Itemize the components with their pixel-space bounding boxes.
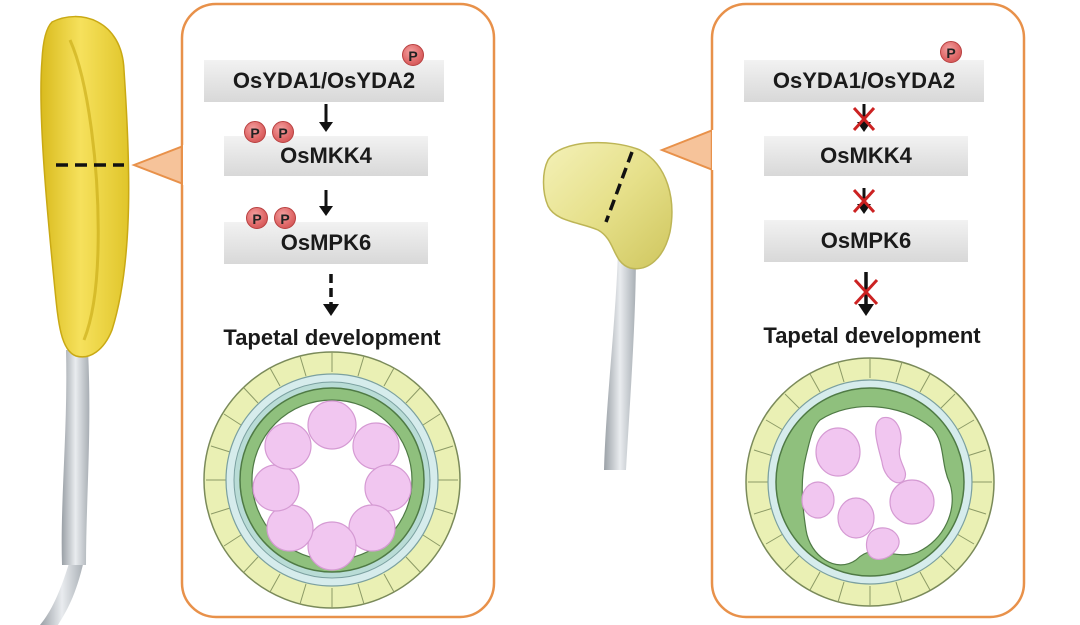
mut-protein-label-mkk4: OsMKK4	[820, 143, 912, 168]
wt-phospho-badge-mkk4-1: P	[244, 121, 266, 143]
wt-box-mkk4	[224, 136, 428, 176]
wt-pointer	[131, 143, 187, 187]
wt-arrow-1	[319, 104, 333, 132]
wt-phospho-badge-mkk4-2: P	[272, 121, 294, 143]
mut-blocked-arrow-3	[853, 272, 879, 316]
mut-pointer	[659, 128, 714, 172]
mut-protein-label-ydA: OsYDA1/OsYDA2	[772, 68, 956, 93]
mut-protein-label-mpk6: OsMPK6	[820, 228, 912, 253]
wt-outcome-label: Tapetal development	[223, 325, 441, 350]
wt-arrow-3-dashed	[323, 274, 339, 316]
mut-box-ydA	[744, 60, 984, 102]
wt-protein-label-mkk4: OsMKK4	[280, 143, 372, 168]
wt-phospho-badge-ydA: P	[402, 44, 424, 66]
wt-phospho-badge-mpk6-2: P	[274, 207, 296, 229]
mut-box-mpk6	[764, 220, 968, 262]
mut-phospho-badge-ydA: P	[940, 41, 962, 63]
mut-box-mkk4	[764, 136, 968, 176]
wt-arrow-2	[319, 190, 333, 216]
wt-protein-label-mpk6: OsMPK6	[280, 230, 372, 255]
wt-anther-cross-section	[203, 351, 461, 609]
wild-type-anther-image	[40, 15, 130, 625]
wt-phospho-badge-mpk6-1: P	[246, 207, 268, 229]
wt-box-mpk6	[224, 222, 428, 264]
wt-box-ydA	[204, 60, 444, 102]
mutant-anther-image	[542, 141, 673, 470]
mut-outcome-label: Tapetal development	[763, 323, 981, 348]
mutant-anther-cross-section	[745, 357, 995, 607]
wt-protein-label-ydA: OsYDA1/OsYDA2	[232, 68, 416, 93]
mut-blocked-arrow-2	[852, 188, 876, 214]
mut-blocked-arrow-1	[852, 104, 876, 132]
